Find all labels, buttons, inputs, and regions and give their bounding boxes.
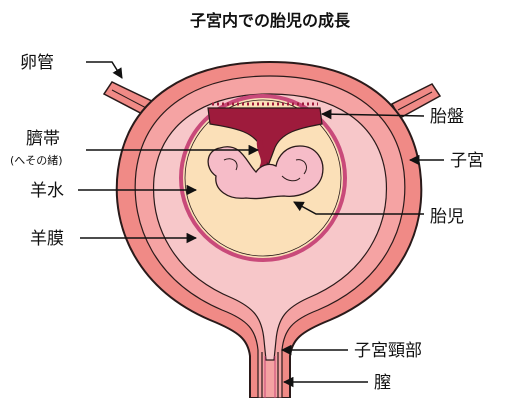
svg-text:羊膜: 羊膜 (30, 229, 64, 249)
svg-text:臍帯: 臍帯 (26, 129, 60, 149)
svg-text:胎児: 胎児 (430, 207, 464, 227)
label-cervix: 子宮頸部 (282, 341, 422, 361)
svg-text:卵管: 卵管 (20, 53, 54, 73)
svg-text:(へその緒): (へその緒) (10, 153, 63, 167)
svg-text:膣: 膣 (374, 373, 391, 393)
svg-text:羊水: 羊水 (30, 181, 64, 201)
label-uterus: 子宮 (410, 151, 484, 171)
label-oviduct: 卵管 (20, 53, 122, 78)
svg-text:子宮頸部: 子宮頸部 (354, 341, 422, 361)
svg-text:子宮: 子宮 (450, 151, 484, 171)
svg-text:胎盤: 胎盤 (430, 107, 464, 127)
label-vagina: 膣 (284, 373, 391, 393)
diagram-title: 子宮内での胎児の成長 (190, 11, 351, 30)
